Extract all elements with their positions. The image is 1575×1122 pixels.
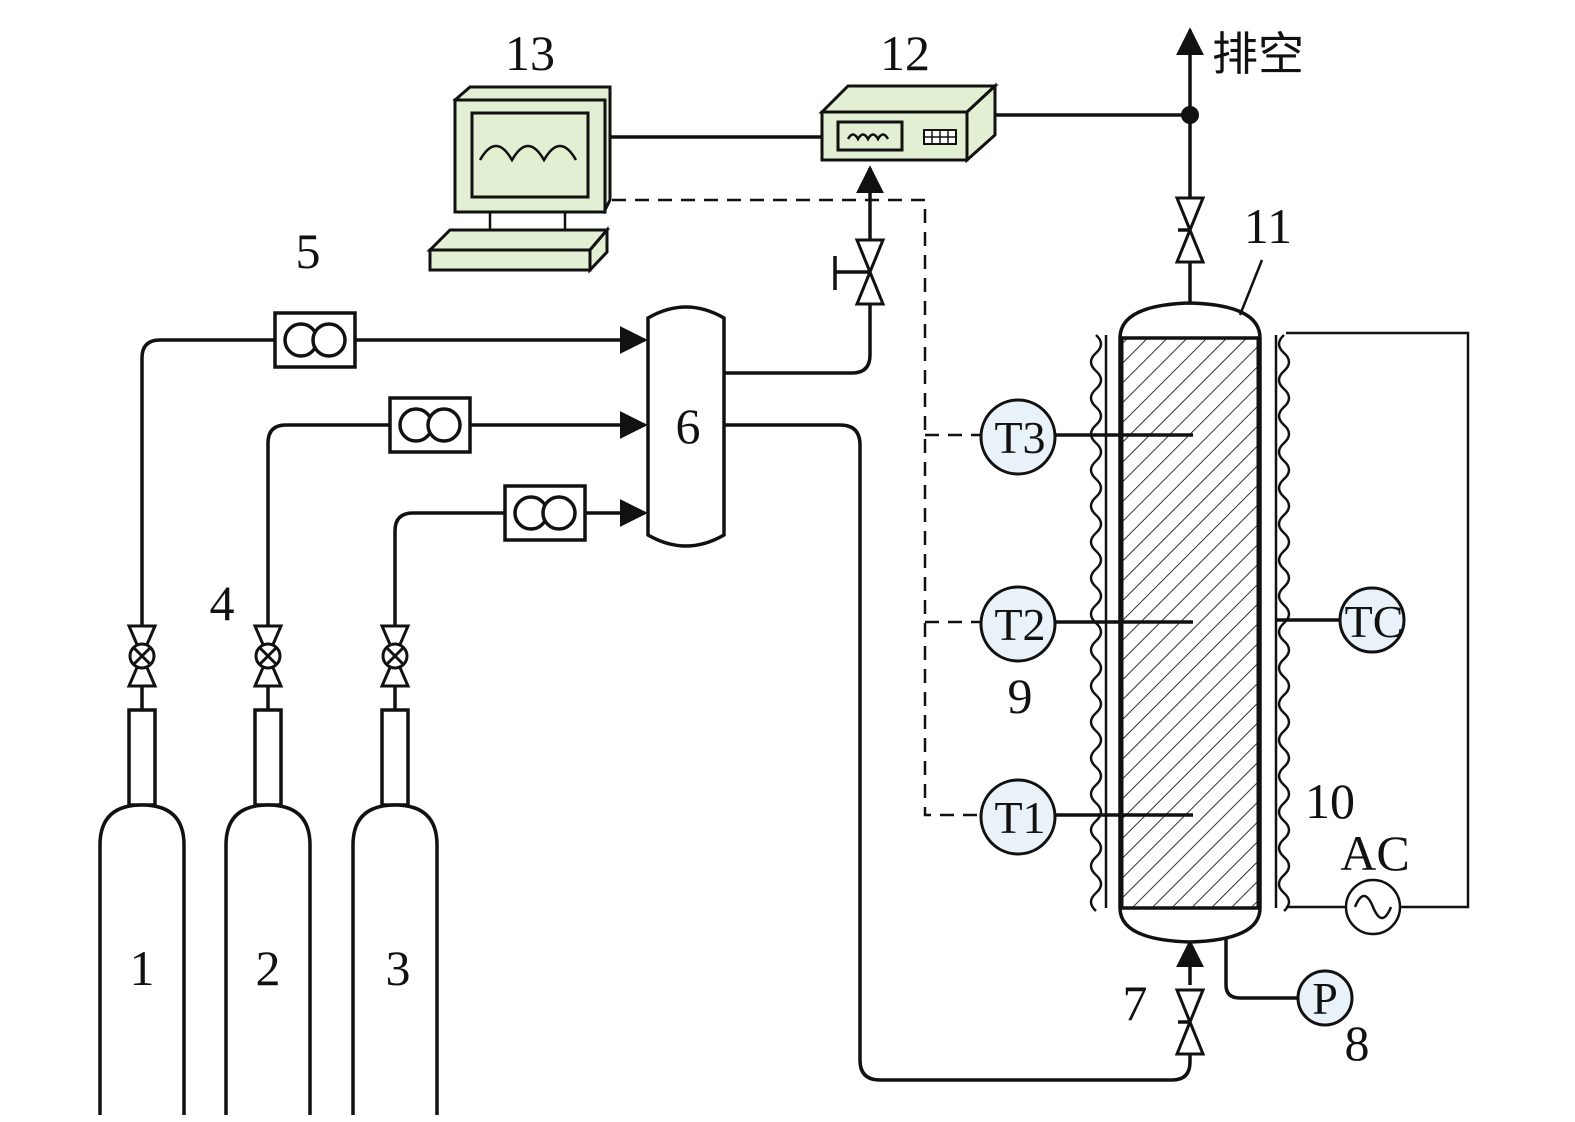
label-computer: 13 [505, 25, 555, 81]
label-inlet-valve: 7 [1123, 975, 1148, 1031]
thermocouple-t3 [979, 398, 1057, 476]
ball-valve-3 [380, 624, 410, 688]
feed-line-2 [266, 423, 390, 710]
bypass-line [724, 305, 872, 375]
heater-coil-right [1277, 334, 1291, 912]
t3-label: T3 [994, 412, 1045, 463]
gas-cylinder-2 [224, 708, 312, 1117]
ball-valve-1 [127, 624, 157, 688]
screen-waveform-icon [478, 144, 578, 163]
label-heater: 10 [1305, 773, 1355, 829]
label-ac: AC [1340, 825, 1409, 881]
reactor-feed-line [724, 423, 1192, 1082]
analyzer-keypad-grid [924, 130, 956, 144]
mass-flowmeter-1 [273, 311, 357, 369]
label-flowmeter: 5 [296, 223, 321, 279]
label-mixer: 6 [676, 398, 701, 454]
label-cylinder-2: 2 [256, 940, 281, 996]
gas-cylinder-3 [351, 708, 439, 1117]
tc-label: TC [1345, 596, 1404, 647]
label-analyzer: 12 [880, 25, 930, 81]
label-thermocouple: 9 [1008, 668, 1033, 724]
label-reactor-leader [1238, 259, 1264, 316]
pressure-line [1224, 935, 1298, 1000]
pressure-gauge [1296, 969, 1354, 1027]
computer-keyboard-top [426, 228, 611, 252]
signal-line [612, 198, 980, 817]
ac-sine-icon [1353, 894, 1393, 920]
computer-keyboard [428, 248, 592, 272]
gas-mixer [646, 305, 726, 548]
t2-label: T2 [994, 599, 1045, 650]
mass-flowmeter-2 [388, 396, 472, 454]
thermocouple-t1 [979, 778, 1057, 856]
feed-line-1 [140, 338, 275, 710]
label-pressure-num: 8 [1345, 1015, 1370, 1071]
label-valve: 4 [210, 575, 235, 631]
label-cylinder-3: 3 [386, 940, 411, 996]
feed-line-3 [393, 511, 505, 710]
label-cylinder-1: 1 [130, 940, 155, 996]
mass-flowmeter-3 [503, 484, 587, 542]
thermocouple-t2 [979, 585, 1057, 663]
t1-label: T1 [994, 792, 1045, 843]
label-reactor: 11 [1244, 198, 1292, 254]
gas-cylinder-1 [98, 708, 186, 1117]
ball-valve-2 [253, 624, 283, 688]
temperature-controller [1338, 586, 1406, 654]
analyzer-waveform-icon [846, 133, 890, 142]
label-vent: 排空 [1212, 27, 1304, 81]
pressure-gauge-label: P [1312, 973, 1338, 1024]
computer-screen [470, 111, 590, 199]
tc-circuit [1286, 331, 1470, 909]
